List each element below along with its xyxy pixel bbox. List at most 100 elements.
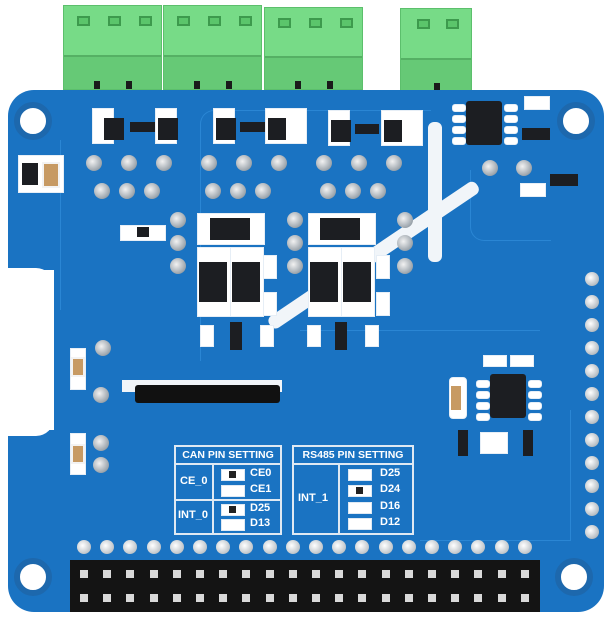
jumper-d24[interactable] [348, 485, 372, 497]
solder-pad [516, 160, 532, 176]
header-pin [335, 570, 344, 578]
tvs-diode [199, 262, 227, 302]
header-solder-joint [309, 540, 323, 554]
jumper-d13[interactable] [221, 519, 245, 531]
side-header-pin [585, 456, 599, 470]
tvs-diode [232, 262, 260, 302]
jumper-label-d12: D12 [380, 516, 401, 528]
side-header-pin [585, 387, 599, 401]
header-pin [497, 570, 506, 578]
jumper-label-d25-rs485: D25 [380, 467, 401, 479]
tvs-diode [210, 218, 250, 240]
solder-pad [316, 155, 332, 171]
can-pin-setting-table: CAN PIN SETTING CE_0 INT_0 CE0 CE1 D25 D… [174, 445, 282, 535]
smd-component [510, 355, 534, 367]
can-ce0-group-label: CE_0 [180, 475, 208, 487]
header-solder-joint [471, 540, 486, 554]
transistor-chip [331, 120, 351, 142]
ic-pin [504, 104, 518, 112]
header-pin [428, 570, 436, 578]
header-pin [126, 570, 135, 578]
header-pin [474, 594, 483, 602]
header-pin [312, 570, 320, 578]
header-pin [312, 594, 320, 602]
ic-pin [504, 115, 518, 123]
jumper-d25-can[interactable] [221, 504, 245, 516]
transistor-chip [458, 430, 468, 456]
terminal-block-2 [163, 5, 262, 90]
header-solder-joint [123, 540, 138, 554]
header-pin [451, 570, 460, 578]
jumper-label-d16: D16 [380, 500, 401, 512]
side-header-pin [585, 364, 599, 378]
header-pin [265, 594, 274, 602]
header-pin [381, 570, 390, 578]
header-pin [474, 570, 483, 578]
header-pin [335, 594, 344, 602]
jumper-label-ce1: CE1 [250, 483, 272, 495]
header-pin [80, 594, 88, 602]
transistor-chip [550, 174, 578, 186]
header-solder-joint [77, 540, 91, 554]
solder-pad [255, 183, 271, 199]
jumper-label-ce0: CE0 [250, 467, 272, 479]
tvs-diode [310, 262, 338, 302]
header-pin [242, 570, 251, 578]
solder-pad [156, 155, 172, 171]
ic-soic8 [466, 101, 502, 145]
ic-pin [452, 115, 466, 123]
smd-component [260, 325, 274, 347]
header-pin [520, 570, 529, 578]
jumper-d16[interactable] [348, 502, 372, 514]
smd-component [376, 255, 390, 279]
ic-pin [476, 402, 490, 410]
header-solder-joint [355, 540, 370, 554]
solder-pad [170, 258, 186, 274]
can-pin-setting-title: CAN PIN SETTING [176, 447, 280, 465]
solder-pad [345, 183, 361, 199]
jumper-d12[interactable] [348, 518, 372, 530]
transistor-chip [104, 118, 124, 140]
jumper-d25-rs485[interactable] [348, 469, 372, 481]
ic-pin [528, 413, 542, 421]
header-pin [149, 594, 158, 602]
smd-component [480, 432, 508, 454]
side-header-pin [585, 272, 599, 286]
header-pin [265, 570, 274, 578]
pcb-trace [60, 140, 181, 310]
side-header-pin [585, 295, 599, 309]
transistor-chip [335, 322, 347, 350]
isolation-slot [428, 122, 442, 262]
solder-pad [201, 155, 217, 171]
header-pin [103, 570, 112, 578]
mounting-hole-br [555, 558, 593, 596]
solder-pad [93, 435, 109, 451]
header-pin [381, 594, 390, 602]
transistor-chip [230, 322, 242, 350]
solder-pad [93, 457, 109, 473]
transistor-chip [216, 118, 236, 140]
transistor-chip [522, 128, 550, 140]
transistor-chip [240, 122, 266, 132]
jumper-ce1[interactable] [221, 485, 245, 497]
ic-pin [452, 137, 466, 145]
header-pin [358, 570, 367, 578]
header-solder-joint [332, 540, 347, 554]
ic-pin [476, 413, 490, 421]
side-header-pin [585, 433, 599, 447]
side-header-pin [585, 525, 599, 539]
smd-component [483, 355, 507, 367]
terminal-block-4 [400, 8, 472, 92]
jumper-ce0[interactable] [221, 469, 245, 481]
solder-pad [94, 183, 110, 199]
solder-pad [86, 155, 102, 171]
solder-pad [370, 183, 386, 199]
rs485-int1-group-label: INT_1 [298, 492, 328, 504]
header-pin [358, 594, 367, 602]
jumper-label-d24: D24 [380, 483, 401, 495]
can-int0-group-label: INT_0 [178, 509, 208, 521]
smd-resistor [22, 163, 38, 185]
ic-pin [476, 380, 490, 388]
solder-pad [95, 340, 111, 356]
solder-pad [230, 183, 246, 199]
